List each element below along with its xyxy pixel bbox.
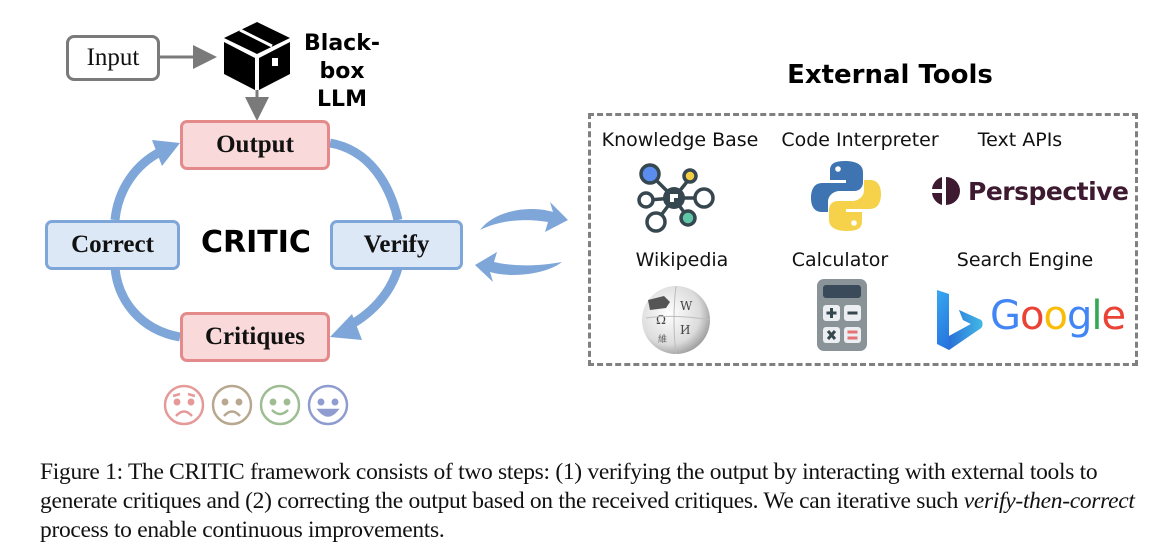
arc-correct-to-output: [110, 148, 163, 221]
critic-center-label: CRITIC: [201, 225, 311, 260]
svg-text:И: И: [680, 323, 690, 337]
tool-label-calculator: Calculator: [791, 249, 889, 271]
cycle-arrows: [110, 45, 568, 342]
caption-text-part1: Figure 1: The CRITIC framework consists …: [40, 459, 1098, 514]
svg-text:Ω: Ω: [656, 313, 666, 327]
calculator-icon: [817, 279, 867, 351]
emoji-row: [163, 384, 349, 426]
figure-caption: Figure 1: The CRITIC framework consists …: [40, 458, 1160, 545]
black-box-icon: [224, 22, 290, 90]
arrowhead-critiques: [330, 314, 362, 340]
tool-label-wikipedia: Wikipedia: [635, 249, 729, 271]
correct-label: Correct: [71, 231, 154, 258]
wikipedia-globe-icon: Ω W И 維: [642, 285, 711, 355]
tool-label-text-apis: Text APIs: [977, 129, 1063, 151]
perspective-wordmark: Perspective: [968, 176, 1129, 206]
knowledge-graph-icon: [637, 163, 715, 233]
tool-label-code-interpreter: Code Interpreter: [781, 129, 939, 151]
input-label: Input: [86, 44, 140, 71]
output-label: Output: [216, 131, 294, 158]
google-wordmark: Google: [990, 293, 1126, 339]
llm-label: Black-box LLM: [292, 30, 392, 114]
correct-node: Correct: [45, 220, 180, 270]
grin-face-icon: [307, 384, 349, 426]
bing-logo-icon: [937, 290, 983, 350]
sad-face-icon: [211, 384, 253, 426]
verify-label: Verify: [363, 231, 430, 258]
critiques-label: Critiques: [205, 323, 305, 350]
python-icon: [811, 161, 881, 231]
svg-text:W: W: [680, 299, 693, 313]
exchange-arrows-icon: [475, 202, 568, 282]
svg-text:維: 維: [658, 333, 667, 345]
tools-title: External Tools: [787, 60, 993, 90]
output-node: Output: [180, 120, 330, 170]
anxious-face-icon: [163, 384, 205, 426]
arc-output-to-verify: [329, 138, 403, 222]
perspective-logo: Perspective: [930, 175, 1129, 207]
tool-label-knowledge-base: Knowledge Base: [601, 129, 759, 151]
google-logo-text: Google: [990, 293, 1126, 339]
input-node: Input: [66, 35, 160, 81]
caption-text-part2: process to enable continuous improvement…: [40, 517, 445, 543]
llm-label-line2: LLM: [317, 87, 367, 112]
caption-italic: verify-then-correct: [963, 488, 1135, 514]
tool-label-search-engine: Search Engine: [956, 249, 1094, 271]
arc-critiques-to-correct: [110, 267, 181, 342]
perspective-mark-icon: [932, 177, 960, 205]
verify-node: Verify: [330, 220, 463, 270]
smile-face-icon: [259, 384, 301, 426]
llm-label-line1: Black-box: [304, 31, 380, 84]
arrowhead-output: [152, 140, 180, 166]
tools-panel: [588, 113, 1138, 366]
critiques-node: Critiques: [180, 312, 330, 362]
